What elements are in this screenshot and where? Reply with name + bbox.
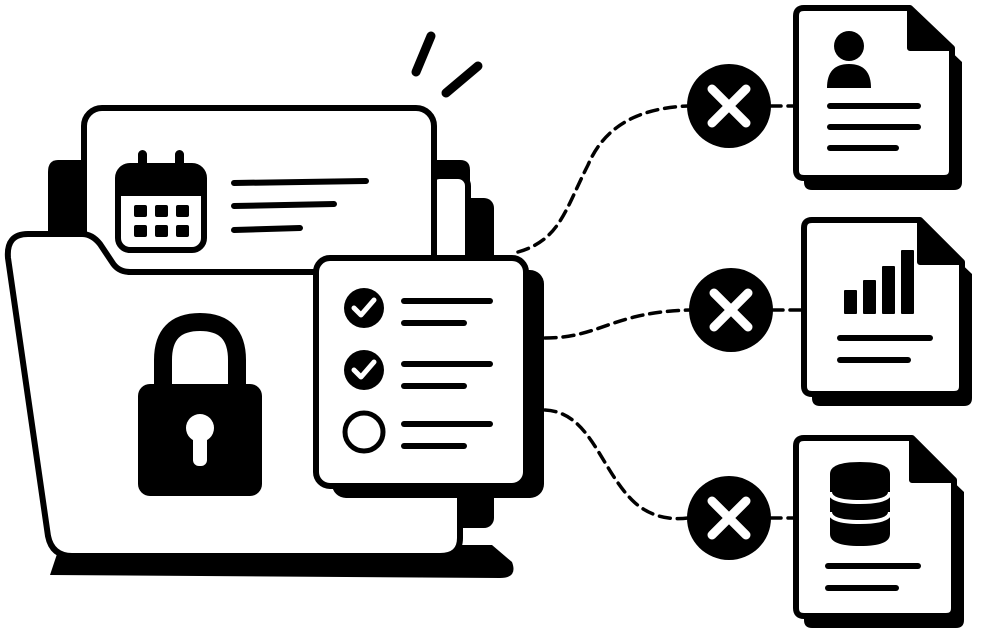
connector-top <box>516 104 690 254</box>
lock-icon <box>138 312 262 496</box>
checklist-card <box>313 255 544 498</box>
database-document <box>793 435 964 628</box>
blocked-marker-top <box>687 64 771 148</box>
calendar-card-text-lines <box>231 178 369 233</box>
user-icon <box>827 31 871 88</box>
connector-bottom <box>543 408 690 521</box>
calendar-card <box>81 105 437 281</box>
report-document <box>801 217 972 406</box>
database-icon <box>828 462 892 546</box>
bar-chart-icon <box>844 250 914 314</box>
connector-middle <box>543 308 692 340</box>
checklist-item-3 <box>342 410 493 454</box>
unchecked-circle-icon <box>342 410 386 454</box>
blocked-marker-bottom <box>687 476 771 560</box>
profile-document <box>793 5 962 190</box>
blocked-marker-middle <box>689 268 773 352</box>
checklist-item-1 <box>344 288 493 328</box>
checklist-item-2 <box>344 350 493 390</box>
calendar-icon <box>115 150 207 253</box>
sparkle-lines <box>411 31 483 98</box>
